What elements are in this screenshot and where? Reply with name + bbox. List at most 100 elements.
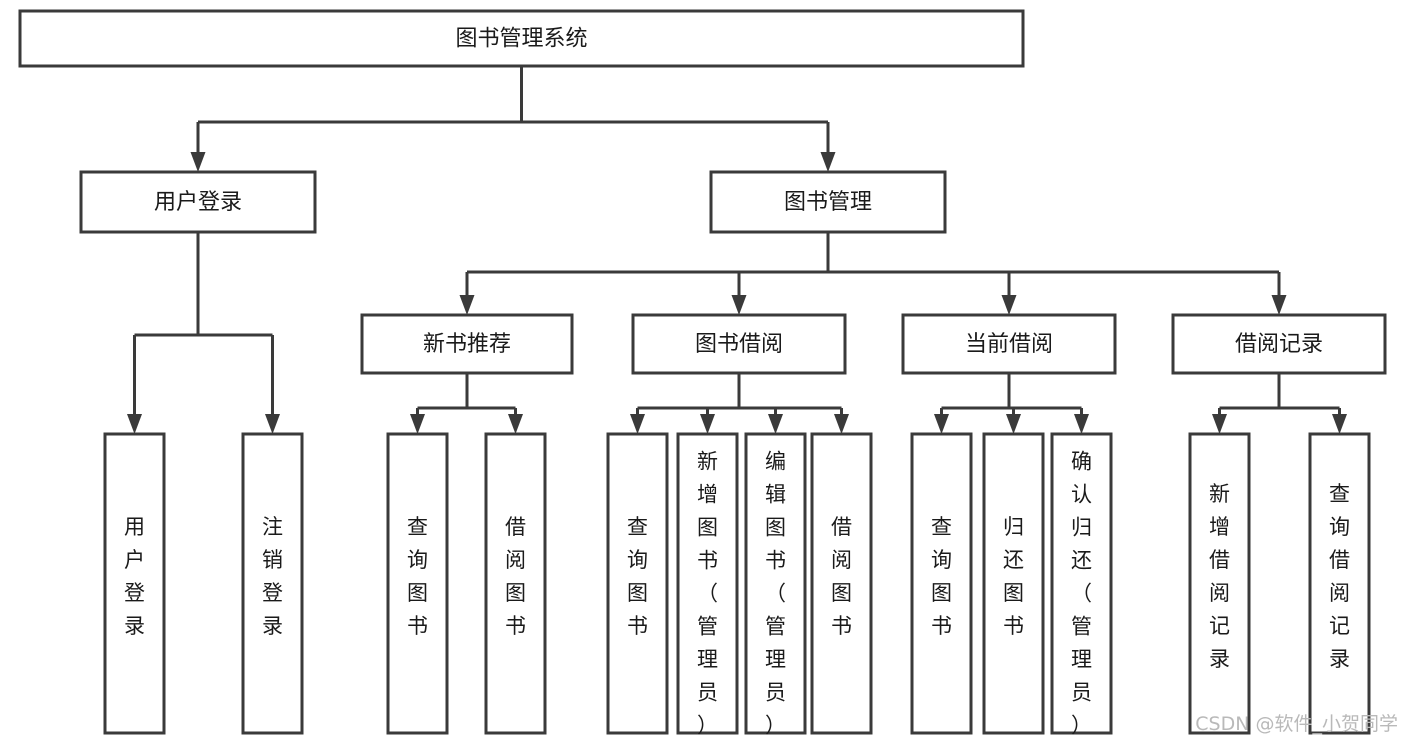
node-leaf-edit-book[interactable]: 编辑图书（管理员） — [744, 432, 807, 738]
node-label: 编辑图书（管理员） — [765, 450, 786, 738]
node-label-char: 员 — [765, 681, 786, 705]
node-leaf-query-book-rec[interactable]: 查询图书 — [386, 432, 449, 735]
node-borrow-records[interactable]: 借阅记录 — [1171, 313, 1387, 375]
node-label-char: 图 — [697, 516, 718, 540]
node-box[interactable] — [18, 9, 1025, 68]
node-label-char: 户 — [124, 548, 145, 572]
node-label-char: 增 — [1209, 515, 1230, 539]
node-label-char: ） — [1071, 714, 1092, 738]
node-label-char: 询 — [407, 548, 428, 572]
node-label-char: 书 — [697, 549, 718, 573]
node-box[interactable] — [982, 432, 1045, 735]
node-box[interactable] — [241, 432, 304, 735]
node-box[interactable] — [810, 432, 873, 735]
node-label-char: 登 — [124, 581, 145, 605]
node-label: 注销登录 — [262, 515, 283, 638]
node-label: 查询图书 — [627, 515, 648, 638]
node-box[interactable] — [910, 432, 973, 735]
node-box[interactable] — [1188, 432, 1251, 735]
node-box[interactable] — [1171, 313, 1387, 375]
node-label-char: 归 — [1071, 516, 1092, 540]
node-leaf-confirm-return[interactable]: 确认归还（管理员） — [1050, 432, 1113, 738]
node-label-char: 还 — [1071, 549, 1092, 573]
node-new-book-recommend[interactable]: 新书推荐 — [360, 313, 574, 375]
node-box[interactable] — [631, 313, 847, 375]
node-label-char: 借 — [1329, 548, 1350, 572]
node-book-management[interactable]: 图书管理 — [709, 170, 947, 234]
node-label: 用户登录 — [154, 190, 242, 215]
arrowhead-icon — [768, 414, 783, 434]
node-leaf-add-record[interactable]: 新增借阅记录 — [1188, 432, 1251, 735]
node-label-char: 认 — [1071, 483, 1092, 507]
node-box[interactable] — [484, 432, 547, 735]
node-label-char: 销 — [262, 548, 283, 572]
node-box[interactable] — [360, 313, 574, 375]
node-label-char: 书 — [407, 614, 428, 638]
node-root[interactable]: 图书管理系统 — [18, 9, 1025, 68]
node-box[interactable] — [901, 313, 1117, 375]
nodes-layer: 图书管理系统用户登录图书管理新书推荐图书借阅当前借阅借阅记录用户登录注销登录查询… — [18, 9, 1387, 738]
node-box[interactable] — [709, 170, 947, 234]
node-current-borrow[interactable]: 当前借阅 — [901, 313, 1117, 375]
node-box[interactable] — [744, 432, 807, 735]
node-leaf-query-book-current[interactable]: 查询图书 — [910, 432, 973, 735]
node-leaf-query-record[interactable]: 查询借阅记录 — [1308, 432, 1371, 735]
arrowhead-icon — [459, 295, 475, 315]
arrowhead-icon — [700, 414, 715, 434]
node-label-char: 图 — [505, 581, 526, 605]
node-label-char: 注 — [262, 515, 283, 539]
node-label: 查询图书 — [931, 515, 952, 638]
node-label-char: 理 — [697, 648, 718, 672]
node-user-login[interactable]: 用户登录 — [79, 170, 317, 234]
node-leaf-borrow-book-rec[interactable]: 借阅图书 — [484, 432, 547, 735]
connector-book-borrow-to-leaves — [630, 373, 849, 434]
node-box[interactable] — [1308, 432, 1371, 735]
node-box[interactable] — [606, 432, 669, 735]
node-leaf-add-book[interactable]: 新增图书（管理员） — [676, 432, 739, 738]
node-label-char: 用 — [124, 515, 145, 539]
node-box[interactable] — [103, 432, 166, 735]
connector-root-to-level2 — [190, 66, 836, 172]
arrowhead-icon — [1006, 414, 1021, 434]
node-leaf-logout[interactable]: 注销登录 — [241, 432, 304, 735]
node-label-char: 录 — [262, 614, 283, 638]
arrowhead-icon — [934, 414, 949, 434]
node-box[interactable] — [1050, 432, 1113, 735]
node-label-char: （ — [697, 582, 718, 606]
node-label-char: 查 — [1329, 482, 1350, 506]
node-label-char: （ — [765, 582, 786, 606]
node-label-char: 询 — [1329, 515, 1350, 539]
node-label-char: 员 — [1071, 681, 1092, 705]
node-box[interactable] — [676, 432, 739, 735]
node-label-char: 询 — [627, 548, 648, 572]
node-label-char: 阅 — [831, 548, 852, 572]
node-label-char: （ — [1071, 582, 1092, 606]
node-leaf-borrow-book[interactable]: 借阅图书 — [810, 432, 873, 735]
node-label-char: 新 — [697, 450, 718, 474]
node-label: 确认归还（管理员） — [1071, 450, 1092, 738]
node-box[interactable] — [386, 432, 449, 735]
node-book-borrow[interactable]: 图书借阅 — [631, 313, 847, 375]
node-leaf-return-book[interactable]: 归还图书 — [982, 432, 1045, 735]
node-label-char: 理 — [1071, 648, 1092, 672]
arrowhead-icon — [190, 152, 206, 172]
arrowhead-icon — [834, 414, 849, 434]
node-label: 用户登录 — [124, 515, 145, 638]
arrowhead-icon — [410, 414, 425, 434]
node-label: 归还图书 — [1003, 515, 1024, 638]
node-leaf-user-login[interactable]: 用户登录 — [103, 432, 166, 735]
node-label-char: 图 — [627, 581, 648, 605]
node-label: 新增图书（管理员） — [697, 450, 718, 738]
node-label-char: 借 — [505, 515, 526, 539]
node-label-char: 书 — [931, 614, 952, 638]
node-box[interactable] — [79, 170, 317, 234]
node-label-char: 图 — [931, 581, 952, 605]
node-label: 查询图书 — [407, 515, 428, 638]
node-label: 图书管理 — [784, 190, 872, 215]
node-label-char: 录 — [1209, 647, 1230, 671]
node-leaf-query-book-borrow[interactable]: 查询图书 — [606, 432, 669, 735]
node-label-char: 记 — [1329, 614, 1350, 638]
node-label: 新书推荐 — [423, 332, 511, 357]
arrowhead-icon — [1332, 414, 1347, 434]
